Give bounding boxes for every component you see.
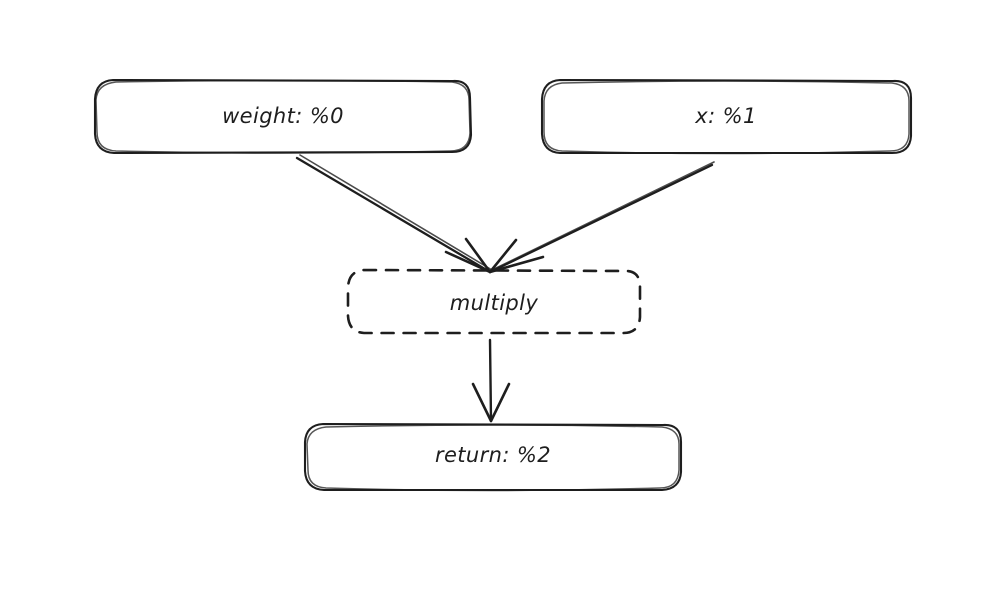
node-weight-label: weight: %0 bbox=[222, 104, 344, 128]
node-weight-shape-sketch bbox=[95, 79, 471, 154]
edge-x-to-multiply-arrowhead bbox=[488, 238, 545, 274]
node-return-shape-sketch bbox=[306, 424, 680, 492]
node-x-label: x: %1 bbox=[694, 104, 757, 128]
node-x-shape-sketch bbox=[543, 80, 910, 155]
edge-x-to-multiply bbox=[488, 161, 715, 274]
node-x[interactable]: x: %1 bbox=[540, 78, 913, 155]
node-return[interactable]: return: %2 bbox=[303, 422, 683, 492]
node-weight[interactable]: weight: %0 bbox=[93, 78, 473, 155]
node-return-label: return: %2 bbox=[435, 443, 551, 467]
edge-x-to-multiply-line bbox=[488, 163, 714, 274]
edge-weight-to-multiply bbox=[295, 154, 493, 274]
node-multiply-shape bbox=[346, 268, 642, 335]
edge-weight-to-multiply-line bbox=[295, 156, 492, 274]
edge-multiply-to-return-line bbox=[488, 338, 493, 422]
node-return-shape bbox=[303, 422, 683, 492]
edge-weight-to-multiply-line-sketch bbox=[299, 154, 493, 271]
edge-multiply-to-return bbox=[471, 338, 511, 423]
edge-x-to-multiply-line-sketch bbox=[491, 161, 715, 271]
node-multiply-label: multiply bbox=[450, 291, 539, 315]
node-weight-shape bbox=[93, 78, 473, 155]
node-x-shape bbox=[540, 78, 913, 155]
edge-multiply-to-return-arrowhead bbox=[471, 382, 511, 423]
node-multiply[interactable]: multiply bbox=[346, 268, 642, 335]
edge-weight-to-multiply-arrowhead bbox=[444, 237, 492, 274]
